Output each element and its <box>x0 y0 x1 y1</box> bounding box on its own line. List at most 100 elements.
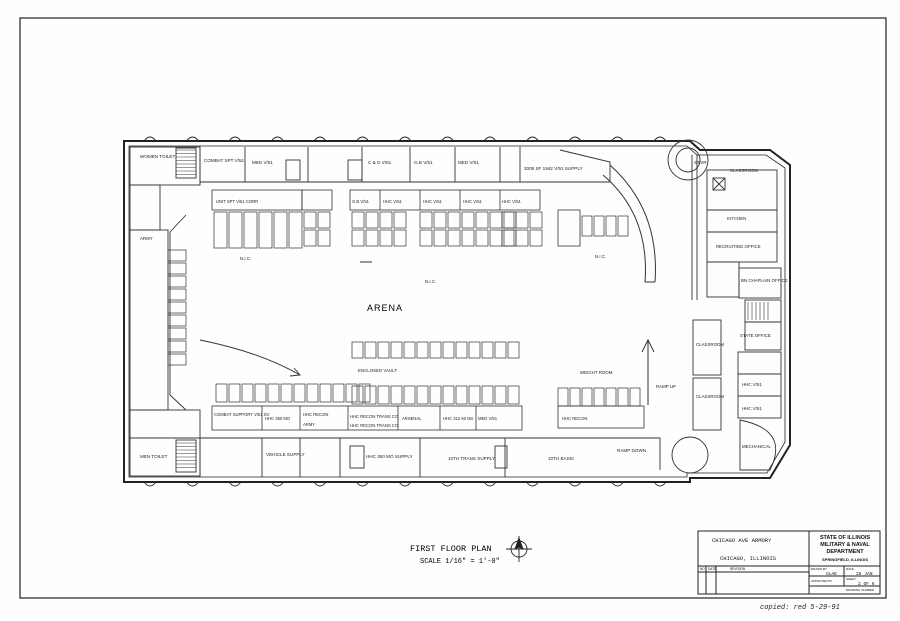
pilaster <box>186 481 199 487</box>
storage-cage <box>215 383 228 403</box>
storage-cage <box>167 249 187 262</box>
storage-cage <box>167 314 187 327</box>
room-label: CLASSROOM <box>696 342 724 347</box>
left-wing <box>129 146 201 477</box>
storage-cage <box>489 211 503 229</box>
date-label: DATE <box>846 567 854 571</box>
room-label: HHC V/51 <box>742 382 762 387</box>
cage-label: ARMY <box>303 422 315 427</box>
upper-cage-row <box>211 189 581 247</box>
pilaster <box>441 481 454 487</box>
storage-cage <box>429 385 442 405</box>
drawn-by-label: DRAWN BY <box>811 567 827 571</box>
pilaster <box>441 136 454 142</box>
storage-cage <box>167 301 187 314</box>
room-label: KITCHEN <box>727 216 746 221</box>
lower-cage-row <box>211 405 645 431</box>
room-label: RAMP DOWN <box>617 448 646 453</box>
storage-cage <box>379 229 393 247</box>
room-label: 10TH TRANS SUPPLY <box>448 456 495 461</box>
storage-cage <box>303 211 317 229</box>
storage-cage <box>293 383 306 403</box>
cage-label: HHC 350 MO <box>265 416 291 421</box>
storage-cage <box>475 211 489 229</box>
storage-cage <box>557 387 569 407</box>
storage-cage <box>390 385 403 405</box>
storage-cage <box>475 229 489 247</box>
cage-label: HHC V/51 <box>423 199 443 204</box>
drawing-number-label: DRAWING NUMBER <box>846 588 875 592</box>
storage-cage <box>167 288 187 301</box>
room-label: HHC V/51 <box>742 406 762 411</box>
pilaster <box>143 136 157 142</box>
storage-cage <box>481 385 494 405</box>
wall-pilasters <box>143 136 667 487</box>
cage-label: HHC RECON TRANS CO <box>350 423 399 428</box>
pilaster <box>271 136 284 142</box>
storage-cage <box>393 211 407 229</box>
storage-cage <box>468 341 481 359</box>
note-label: RAMP UP <box>656 384 676 389</box>
sheet-value: 2 OF 6 <box>858 581 875 587</box>
storage-cage <box>258 211 273 249</box>
storage-cage <box>419 211 433 229</box>
storage-cage <box>617 215 629 237</box>
storage-cage <box>167 262 187 275</box>
col-date: DATE <box>708 567 716 571</box>
storage-cage <box>416 341 429 359</box>
storage-cage <box>433 211 447 229</box>
storage-cage <box>364 385 377 405</box>
storage-cage <box>167 353 187 366</box>
room-label: C & G V/51 <box>368 160 392 165</box>
pilaster <box>356 136 369 142</box>
note-label: N.I.C. <box>595 254 606 259</box>
cage-label: HHC V/51 <box>502 199 522 204</box>
approved-label: APPROVED BY <box>811 579 833 583</box>
room-label: HHC 350 MO SUPPLY <box>366 454 413 459</box>
ramp <box>360 164 656 405</box>
storage-cage <box>317 229 331 247</box>
storage-cage <box>167 327 187 340</box>
arena-label: ARENA <box>367 303 403 313</box>
storage-cage <box>581 215 593 237</box>
storage-cage <box>319 383 332 403</box>
cage-label: UNIT SPT V/51 CORR <box>216 199 258 204</box>
storage-cage <box>351 211 365 229</box>
storage-cage <box>167 340 187 353</box>
storage-cage <box>351 229 365 247</box>
room-label: 2005 SF 1942 V/51 SUPPLY <box>524 166 583 171</box>
drawn-by-value: GLAE <box>826 571 837 577</box>
agency-line-1: STATE OF ILLINOIS <box>820 535 871 541</box>
room-label: 10TH BASIC <box>548 456 575 461</box>
stairs <box>747 302 769 320</box>
storage-cage <box>605 387 617 407</box>
storage-cage <box>529 211 543 229</box>
storage-cage <box>345 383 358 403</box>
storage-cage <box>629 387 641 407</box>
pilaster <box>483 136 497 142</box>
storage-cage <box>167 275 187 288</box>
project-location: CHICAGO, ILLINOIS <box>720 555 777 562</box>
pilaster <box>483 481 497 487</box>
cage-label: COMBAT SUPPORT V/51 SV <box>214 412 270 417</box>
storage-cage <box>306 383 319 403</box>
pilaster <box>611 481 624 487</box>
room-label: MED V/51 <box>458 160 479 165</box>
storage-cage <box>377 341 390 359</box>
storage-cage <box>403 341 416 359</box>
room-label: MED V/51 <box>252 160 273 165</box>
storage-cage <box>442 341 455 359</box>
storage-cage <box>303 229 317 247</box>
storage-cage <box>489 229 503 247</box>
note-label: N.I.C. <box>240 256 251 261</box>
storage-cage <box>515 211 529 229</box>
storage-cage <box>501 211 515 229</box>
storage-cage <box>393 229 407 247</box>
pilaster <box>356 481 369 487</box>
storage-cage <box>569 387 581 407</box>
right-wing <box>667 139 782 474</box>
cage-label: HHC RECON <box>562 416 587 421</box>
col-revision: REVISION <box>730 567 746 571</box>
storage-cage <box>442 385 455 405</box>
room-label: VEHICLE SUPPLY <box>266 452 305 457</box>
